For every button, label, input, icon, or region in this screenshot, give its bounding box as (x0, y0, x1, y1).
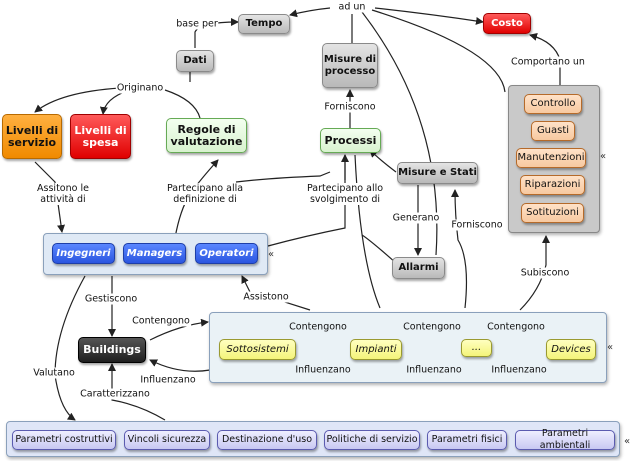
label-subiscono: Subiscono (519, 267, 571, 279)
label-forniscono-2: Forniscono (450, 219, 504, 231)
cost-item-sotituzioni[interactable]: Sotituzioni (521, 203, 584, 223)
edge-livserv-people (34, 161, 65, 233)
label-valutano: Valutano (32, 367, 76, 379)
label-gestiscono: Gestiscono (83, 293, 139, 305)
label-generano: Generano (391, 212, 441, 224)
cost-item-guasti[interactable]: Guasti (531, 121, 575, 141)
edge-buildings-comp (149, 318, 209, 341)
label-contengono-3: Contengono (487, 321, 545, 333)
label-ad-un: ad un (337, 1, 367, 13)
param-destinazione[interactable]: Destinazione d'uso (217, 430, 317, 450)
node-livelli-spesa[interactable]: Livelli di spesa (70, 114, 131, 159)
label-originano: Originano (115, 82, 165, 94)
components-group-expand-icon[interactable]: « (607, 342, 614, 353)
edge-orig-livspesa (99, 89, 131, 115)
people-managers[interactable]: Managers (123, 243, 186, 264)
node-dati[interactable]: Dati (176, 50, 214, 72)
edge-allarmi-proc (361, 234, 397, 264)
params-group-expand-icon[interactable]: « (624, 436, 631, 447)
component-devices[interactable]: Devices (546, 339, 596, 360)
component-sottosistemi[interactable]: Sottosistemi (219, 339, 296, 360)
label-partecipano-svolgimento: Partecipano allo svolgimento di (305, 183, 385, 205)
people-operatori[interactable]: Operatori (195, 243, 258, 264)
cost-item-riparazioni[interactable]: Riparazioni (520, 175, 585, 195)
label-influenzano-3: Influenzano (491, 364, 547, 376)
edge-adun-tempo (289, 7, 331, 18)
node-tempo[interactable]: Tempo (238, 14, 290, 34)
node-misure-processo[interactable]: Misure di processo (322, 43, 378, 88)
component-impianti[interactable]: Impianti (350, 339, 402, 360)
param-politiche[interactable]: Politiche di servizio (324, 430, 420, 450)
label-contengono-main: Contengono (131, 315, 191, 327)
edge-orig-livserv (34, 87, 121, 113)
people-ingegneri[interactable]: Ingegneri (52, 243, 115, 264)
label-caratterizzano: Caratterizzano (79, 388, 151, 400)
edge-adun-costo (374, 7, 484, 25)
node-livelli-servizio[interactable]: Livelli di servizio (2, 114, 62, 159)
cost-group-expand-icon[interactable]: « (600, 151, 607, 162)
label-contengono-1: Contengono (289, 321, 347, 333)
cost-item-controllo[interactable]: Controllo (524, 94, 582, 114)
edge-regole-orig (164, 89, 201, 119)
label-comportano-un: Comportano un (510, 56, 586, 68)
edge-people-regole2 (235, 171, 331, 183)
edge-comp-proc (354, 154, 381, 309)
edge-params-buildings (108, 363, 166, 421)
node-regole[interactable]: Regole di valutazione (166, 118, 247, 153)
label-influenzano-main: Influenzano (139, 374, 197, 386)
label-assistono: Assistono (242, 291, 290, 303)
edge-comp-cost (519, 235, 550, 311)
node-costo[interactable]: Costo (483, 13, 531, 34)
edge-people-processi (267, 154, 349, 247)
edge-comp-buildings (149, 359, 211, 372)
cost-item-manutenzioni[interactable]: Manutenzioni (516, 148, 586, 168)
components-group (209, 312, 607, 383)
node-misure-stati[interactable]: Misure e Stati (397, 162, 478, 184)
label-assitono: Assitono le attività di (29, 183, 97, 205)
edge-misure-proc (369, 149, 397, 173)
label-base-per: base per (175, 18, 219, 30)
label-influenzano-1: Influenzano (295, 364, 351, 376)
edge-comp-misure (451, 189, 468, 309)
label-partecipano-definizione: Partecipano alla definizione di (164, 183, 246, 205)
node-allarmi[interactable]: Allarmi (392, 257, 445, 279)
param-ambientali[interactable]: Parametri ambientali (515, 428, 615, 451)
node-processi[interactable]: Processi (320, 128, 381, 153)
param-fisici[interactable]: Parametri fisici (427, 430, 507, 450)
node-buildings[interactable]: Buildings (78, 337, 146, 363)
label-forniscono-1: Forniscono (323, 101, 377, 113)
label-influenzano-2: Influenzano (406, 364, 462, 376)
edge-impianti-adun (371, 9, 506, 93)
people-group-expand-icon[interactable]: « (268, 249, 275, 260)
param-vincoli[interactable]: Vincoli sicurezza (124, 430, 210, 450)
label-contengono-2: Contengono (403, 321, 461, 333)
component-dots[interactable]: ... (461, 339, 492, 357)
param-costruttivi[interactable]: Parametri costruttivi (12, 430, 116, 450)
